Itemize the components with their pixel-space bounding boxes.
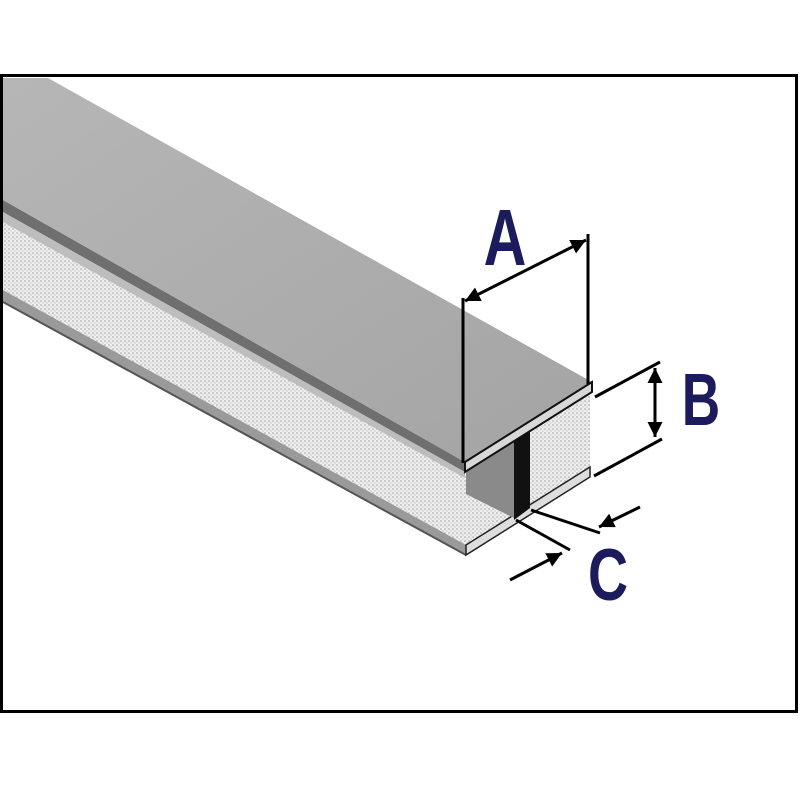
dimension-c-extension-right [530,508,601,535]
profile-strip [3,78,593,557]
bottom-flange-lower-edge-line [3,301,467,556]
top-flange-end-face [464,380,593,474]
dimension-b: B [593,358,720,478]
dimension-b-extension-upper [594,360,661,399]
web-end-face [514,431,530,520]
dimension-b-extension-lower [593,437,663,478]
web-shadow-face [466,441,514,518]
dimension-a: A [461,192,590,463]
top-flange-underside-band [3,212,465,478]
dimension-a-arrow [464,238,587,303]
dimension-c-arrow-right [598,505,641,529]
top-flange-top-face [3,78,592,462]
dimension-c-arrow-left [509,551,563,582]
diagram-frame [0,74,798,713]
dimension-c-label: C [588,534,628,616]
bottom-flange-front-edge [3,290,466,555]
dimension-b-label: B [682,358,720,441]
dimension-c-extension-left [515,518,571,552]
dimension-a-label: A [484,192,527,282]
dimension-c: C [509,505,641,616]
bottom-flange-end-face [465,465,591,557]
top-flange-front-edge [3,200,465,472]
